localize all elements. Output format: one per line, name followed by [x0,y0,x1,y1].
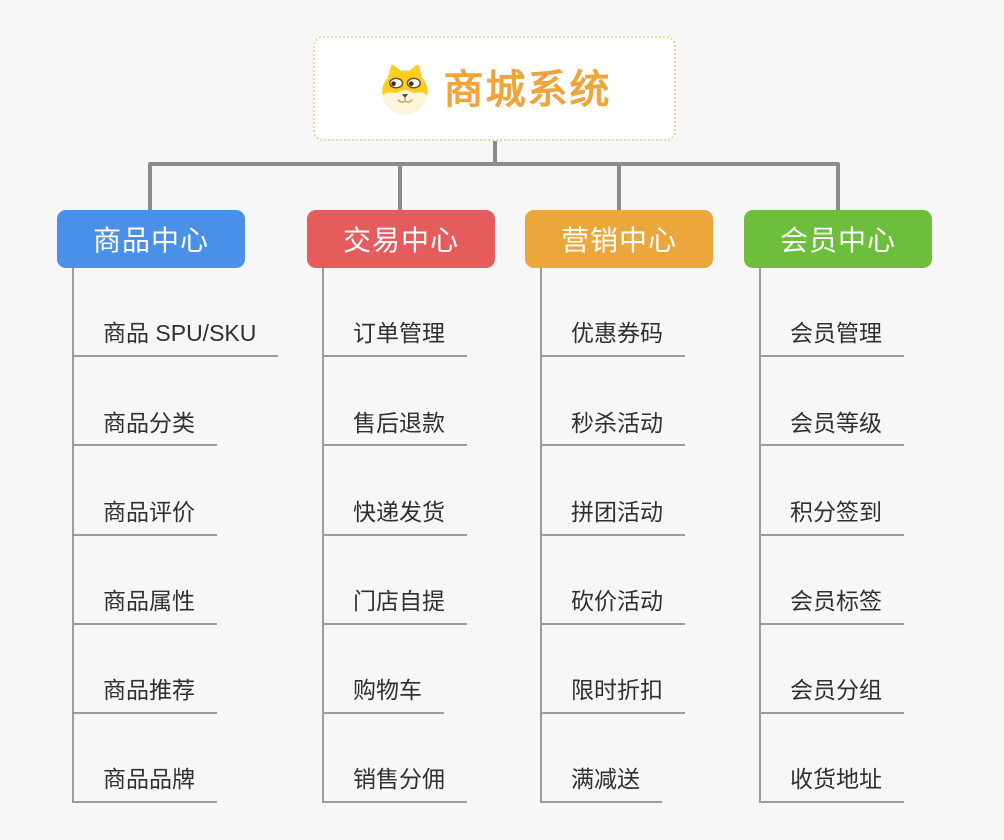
branch-column-product-center: 商品中心 商品 SPU/SKU 商品分类 商品评价 商品属性 商品推荐 商品品牌 [57,210,279,804]
connector-drop-trade [398,164,402,210]
leaf-label[interactable]: 商品评价 [72,498,217,536]
leaf-node: 收货地址 [759,714,904,804]
leaf-label[interactable]: 门店自提 [322,587,467,625]
leaf-node: 秒杀活动 [540,357,685,447]
leaf-label[interactable]: 优惠券码 [540,319,685,358]
leaf-label[interactable]: 售后退款 [322,409,467,447]
leaf-node: 会员标签 [759,536,904,625]
leaf-label[interactable]: 收货地址 [759,765,904,804]
leaf-node: 售后退款 [322,357,467,447]
leaf-node: 砍价活动 [540,536,685,625]
branch-label: 会员中心 [779,225,896,256]
leaf-label[interactable]: 订单管理 [322,319,467,358]
leaf-label[interactable]: 会员管理 [759,319,904,358]
connector-drop-marketing [617,164,621,210]
leaf-node: 优惠券码 [540,268,685,358]
leaf-list: 商品 SPU/SKU 商品分类 商品评价 商品属性 商品推荐 商品品牌 [72,268,279,804]
leaf-label[interactable]: 秒杀活动 [540,409,685,447]
branch-label: 交易中心 [342,225,459,256]
leaf-label[interactable]: 销售分佣 [322,765,467,804]
branch-label: 营销中心 [560,225,677,256]
leaf-node: 会员管理 [759,268,904,358]
leaf-node: 商品 SPU/SKU [72,268,279,358]
leaf-node: 拼团活动 [540,446,685,536]
leaf-label[interactable]: 会员分组 [759,676,904,714]
leaf-label[interactable]: 限时折扣 [540,676,685,714]
branch-node-member-center[interactable]: 会员中心 [744,210,932,268]
leaf-node: 会员等级 [759,357,904,447]
leaf-node: 商品品牌 [72,714,278,804]
root-title: 商城系统 [443,67,612,112]
leaf-node: 商品评价 [72,446,278,536]
leaf-list: 优惠券码 秒杀活动 拼团活动 砍价活动 限时折扣 满减送 [540,268,685,804]
branch-node-marketing-center[interactable]: 营销中心 [525,210,713,268]
leaf-label[interactable]: 商品品牌 [72,765,217,804]
connector-drop-member [836,164,840,210]
leaf-node: 积分签到 [759,446,904,536]
branch-column-trade-center: 交易中心 订单管理 售后退款 快递发货 门店自提 购物车 销售分佣 [307,210,495,804]
leaf-node: 购物车 [322,625,467,714]
leaf-label[interactable]: 商品 SPU/SKU [72,319,279,358]
leaf-label[interactable]: 会员标签 [759,587,904,625]
leaf-node: 快递发货 [322,446,467,536]
shiba-dog-icon [381,64,428,114]
branch-column-member-center: 会员中心 会员管理 会员等级 积分签到 会员标签 会员分组 收货地址 [744,210,932,804]
leaf-label[interactable]: 快递发货 [322,498,467,536]
leaf-list: 订单管理 售后退款 快递发货 门店自提 购物车 销售分佣 [322,268,467,804]
branch-label: 商品中心 [92,225,209,256]
branch-column-marketing-center: 营销中心 优惠券码 秒杀活动 拼团活动 砍价活动 限时折扣 满减送 [525,210,713,804]
leaf-node: 门店自提 [322,536,467,625]
leaf-label[interactable]: 满减送 [540,765,662,804]
leaf-label[interactable]: 积分签到 [759,498,904,536]
connector-drop-product [148,164,152,210]
leaf-label[interactable]: 砍价活动 [540,587,685,625]
leaf-label[interactable]: 商品分类 [72,409,217,447]
leaf-node: 订单管理 [322,268,467,358]
connector-root-stub [493,141,497,164]
leaf-label[interactable]: 商品属性 [72,587,217,625]
leaf-node: 商品推荐 [72,625,278,714]
branch-node-product-center[interactable]: 商品中心 [57,210,245,268]
leaf-node: 商品属性 [72,536,278,625]
connector-horizontal-bus [148,162,840,166]
leaf-node: 限时折扣 [540,625,685,714]
leaf-label[interactable]: 商品推荐 [72,676,217,714]
leaf-label[interactable]: 拼团活动 [540,498,685,536]
leaf-label[interactable]: 会员等级 [759,409,904,447]
branch-node-trade-center[interactable]: 交易中心 [307,210,495,268]
leaf-node: 满减送 [540,714,685,804]
leaf-list: 会员管理 会员等级 积分签到 会员标签 会员分组 收货地址 [759,268,904,804]
leaf-label[interactable]: 购物车 [322,676,444,714]
root-node[interactable]: 商城系统 [313,36,676,141]
leaf-node: 商品分类 [72,357,278,447]
leaf-node: 销售分佣 [322,714,467,804]
leaf-node: 会员分组 [759,625,904,714]
